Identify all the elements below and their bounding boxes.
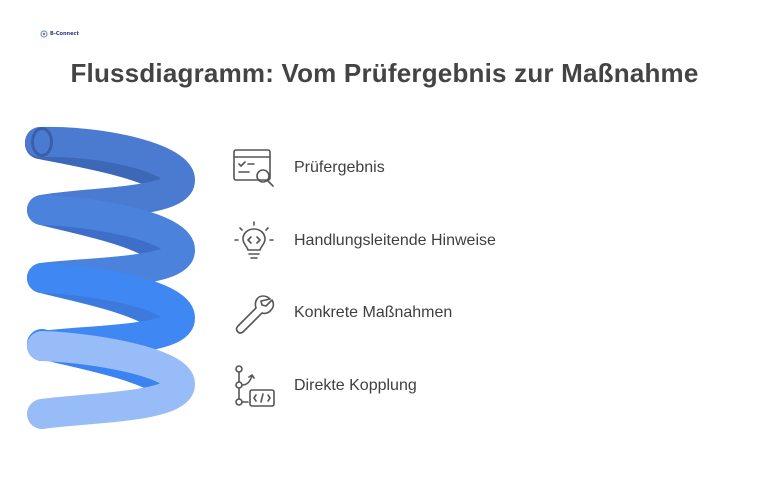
wrench-icon (235, 295, 275, 334)
lightbulb-code-icon (234, 221, 274, 259)
logo-text: B-Connect (50, 31, 79, 37)
company-logo: B-Connect (40, 30, 79, 38)
step-label: Prüfergebnis (294, 159, 385, 176)
step-pruefergebnis: Prüfergebnis (232, 146, 385, 190)
spring-coil-graphic (25, 126, 196, 429)
step-direkte-kopplung: Direkte Kopplung (232, 364, 417, 408)
logo-mark-icon (40, 30, 48, 38)
step-handlungsleitende-hinweise: Handlungsleitende Hinweise (232, 219, 496, 263)
step-label: Konkrete Maßnahmen (294, 304, 453, 321)
page-title: Flussdiagramm: Vom Prüfergebnis zur Maßn… (70, 58, 699, 88)
checklist-magnifier-icon (233, 149, 274, 187)
workflow-code-icon (235, 365, 275, 407)
step-konkrete-massnahmen: Konkrete Maßnahmen (232, 291, 452, 335)
step-label: Direkte Kopplung (294, 377, 417, 394)
coil-front-4 (27, 331, 196, 429)
step-label: Handlungsleitende Hinweise (294, 232, 496, 249)
